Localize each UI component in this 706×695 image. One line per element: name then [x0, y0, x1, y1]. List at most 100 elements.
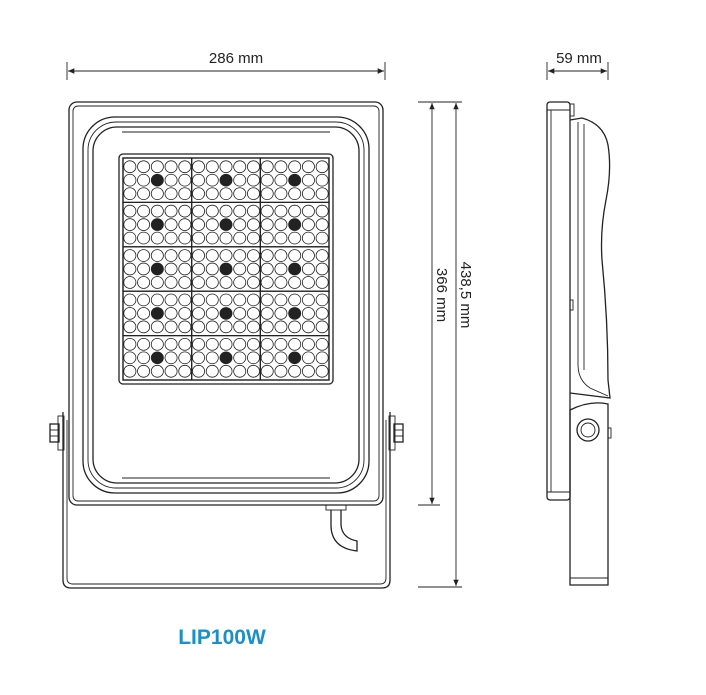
led	[192, 218, 206, 231]
led	[150, 231, 164, 245]
led	[301, 307, 315, 320]
led	[301, 338, 315, 351]
led	[274, 218, 288, 231]
led	[123, 231, 137, 245]
led	[260, 293, 274, 307]
led	[301, 160, 315, 174]
led	[164, 173, 178, 187]
led	[246, 231, 260, 245]
width-label: 286 mm	[209, 50, 263, 67]
led	[288, 231, 302, 245]
led	[150, 276, 164, 289]
led	[301, 173, 315, 187]
led	[123, 160, 137, 174]
led	[233, 351, 247, 365]
led	[274, 204, 288, 218]
led	[315, 276, 329, 289]
led	[205, 231, 219, 245]
led	[205, 351, 219, 365]
led	[192, 262, 206, 276]
total-height-label: 438,5 mm	[457, 262, 474, 329]
sensor-led	[150, 351, 164, 365]
led	[164, 276, 178, 289]
sensor-led	[219, 307, 233, 320]
led	[219, 160, 233, 174]
led	[288, 187, 302, 201]
led	[178, 218, 192, 231]
led	[274, 249, 288, 262]
led	[192, 173, 206, 187]
led	[123, 204, 137, 218]
led	[137, 204, 151, 218]
led	[219, 320, 233, 334]
led	[205, 364, 219, 378]
led	[315, 173, 329, 187]
led	[137, 262, 151, 276]
led	[301, 218, 315, 231]
led	[205, 160, 219, 174]
led	[192, 160, 206, 174]
led	[178, 338, 192, 351]
led	[205, 320, 219, 334]
led	[274, 338, 288, 351]
led	[150, 364, 164, 378]
led	[192, 249, 206, 262]
sensor-led	[150, 173, 164, 187]
led	[164, 293, 178, 307]
led	[246, 249, 260, 262]
led	[219, 293, 233, 307]
led	[178, 160, 192, 174]
led	[274, 307, 288, 320]
led	[164, 204, 178, 218]
led	[137, 231, 151, 245]
led	[150, 160, 164, 174]
led	[274, 231, 288, 245]
led	[301, 320, 315, 334]
sensor-led	[288, 262, 302, 276]
led	[137, 173, 151, 187]
led	[274, 173, 288, 187]
led	[233, 218, 247, 231]
led	[205, 218, 219, 231]
led	[315, 231, 329, 245]
led	[246, 204, 260, 218]
led	[246, 293, 260, 307]
led	[301, 351, 315, 365]
led	[137, 293, 151, 307]
sensor-led	[288, 307, 302, 320]
led	[219, 338, 233, 351]
led	[178, 249, 192, 262]
led	[123, 249, 137, 262]
led	[137, 249, 151, 262]
led	[246, 187, 260, 201]
led	[123, 173, 137, 187]
led	[315, 364, 329, 378]
led	[246, 160, 260, 174]
led	[260, 204, 274, 218]
led	[219, 231, 233, 245]
right-bolt	[388, 415, 404, 451]
led	[150, 204, 164, 218]
led	[205, 262, 219, 276]
led	[246, 307, 260, 320]
width-dimension: 286 mm	[66, 50, 386, 80]
led	[219, 249, 233, 262]
sensor-led	[288, 351, 302, 365]
led	[137, 338, 151, 351]
led	[246, 338, 260, 351]
led	[178, 351, 192, 365]
led	[164, 249, 178, 262]
led	[260, 351, 274, 365]
led	[260, 160, 274, 174]
led	[219, 187, 233, 201]
led	[150, 293, 164, 307]
led	[246, 276, 260, 289]
led-module	[122, 157, 330, 381]
led	[205, 173, 219, 187]
led	[246, 218, 260, 231]
led	[192, 320, 206, 334]
led	[205, 249, 219, 262]
led	[178, 262, 192, 276]
led	[260, 218, 274, 231]
